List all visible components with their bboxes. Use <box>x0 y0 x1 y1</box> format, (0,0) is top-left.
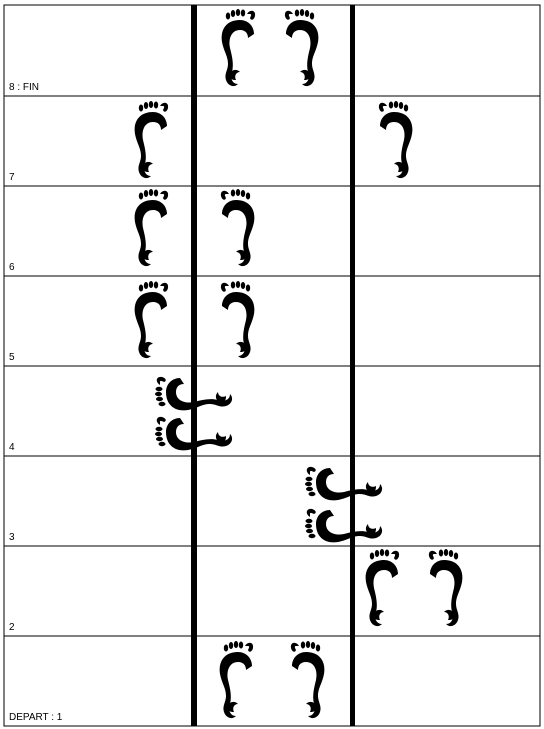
row-dividers <box>4 96 540 636</box>
row-label-5: 5 <box>9 352 15 363</box>
footprint-icon <box>220 641 325 718</box>
footprint-icon <box>135 101 413 178</box>
row-label-7: 7 <box>9 172 15 183</box>
row-label-3: 3 <box>9 532 15 543</box>
footprint-icon <box>366 549 463 626</box>
footprint-icon <box>305 467 382 542</box>
row-label-4: 4 <box>9 442 15 453</box>
row-label-6: 6 <box>9 262 15 273</box>
footprint-icon <box>222 9 319 86</box>
row-label-8: 8 : FIN <box>9 82 39 93</box>
row-label-2: 2 <box>9 622 15 633</box>
row-label-1: DEPART : 1 <box>9 712 62 723</box>
